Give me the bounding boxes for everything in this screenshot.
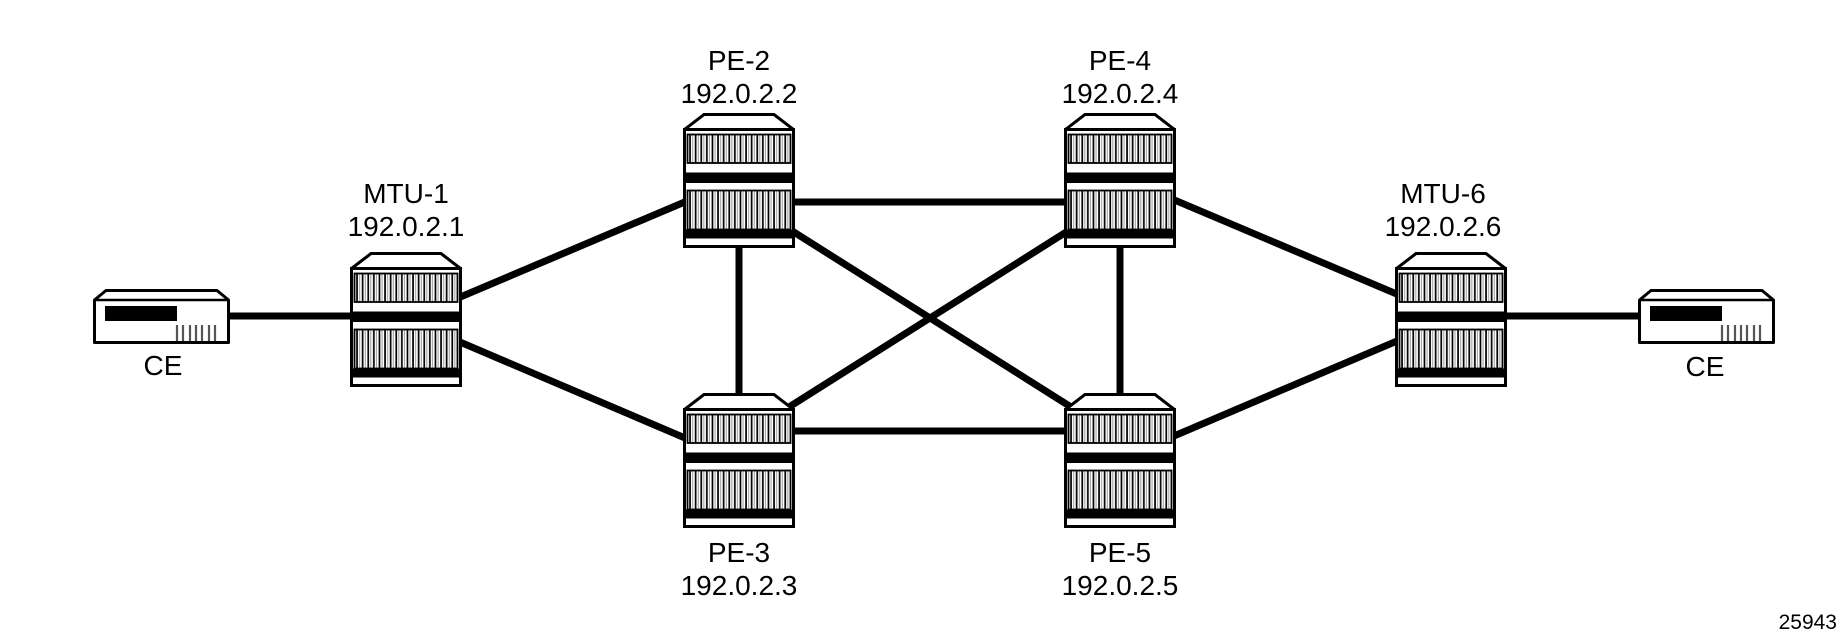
- router-icon-pe-3: [685, 395, 794, 527]
- node-name: PE-3: [707, 537, 771, 568]
- node-label-pe-3: PE-3 192.0.2.3: [629, 536, 849, 602]
- node-ip: 192.0.2.4: [1061, 78, 1179, 109]
- node-label-ce-left: CE: [53, 349, 273, 382]
- node-ip: 192.0.2.3: [680, 570, 798, 601]
- router-icon-pe-4: [1066, 115, 1175, 247]
- node-label-pe-5: PE-5 192.0.2.5: [1010, 536, 1230, 602]
- figure-number: 25943: [1778, 611, 1837, 634]
- node-label-mtu-6: MTU-6 192.0.2.6: [1333, 177, 1553, 243]
- node-ip: 192.0.2.5: [1061, 570, 1179, 601]
- node-name: PE-5: [1088, 537, 1152, 568]
- node-label-mtu-1: MTU-1 192.0.2.1: [296, 177, 516, 243]
- ce-device-icon-left: [95, 291, 229, 343]
- node-ip: 192.0.2.6: [1384, 211, 1502, 242]
- router-icon-mtu-1: [352, 254, 461, 386]
- router-icon-pe-2: [685, 115, 794, 247]
- node-name: PE-4: [1088, 45, 1152, 76]
- link-pe-3-pe-4: [768, 214, 1092, 422]
- node-name: CE: [1685, 351, 1725, 382]
- node-ip: 192.0.2.1: [347, 211, 465, 242]
- router-icon-pe-5: [1066, 395, 1175, 527]
- node-ip: 192.0.2.2: [680, 78, 798, 109]
- router-icon-mtu-6: [1397, 254, 1506, 386]
- node-name: PE-2: [707, 45, 771, 76]
- node-name: CE: [143, 350, 183, 381]
- node-label-pe-4: PE-4 192.0.2.4: [1010, 44, 1230, 110]
- node-label-pe-2: PE-2 192.0.2.2: [629, 44, 849, 110]
- node-name: MTU-1: [363, 178, 449, 209]
- ce-device-icon-right: [1640, 291, 1774, 343]
- node-name: MTU-6: [1400, 178, 1486, 209]
- node-label-ce-right: CE: [1595, 350, 1815, 383]
